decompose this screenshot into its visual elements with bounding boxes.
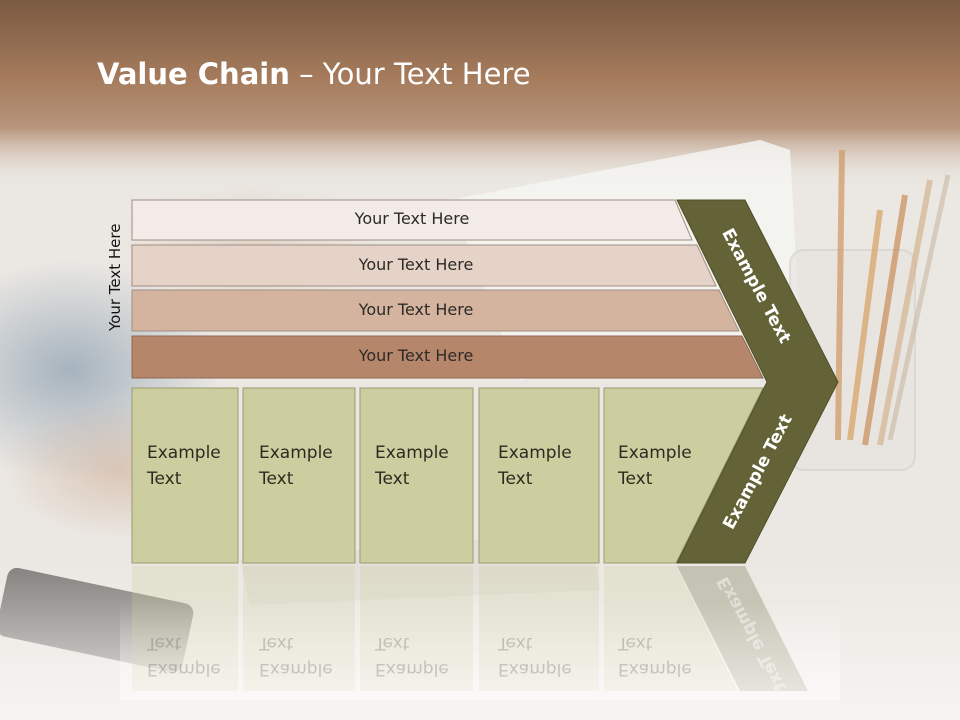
row-label-4: Your Text Here <box>358 346 474 365</box>
row-bar-4 <box>131 335 764 379</box>
row-label-3: Your Text Here <box>358 300 474 319</box>
activity-box-1 <box>131 387 239 564</box>
activity-box-4 <box>478 387 600 564</box>
slide-title: Value Chain – Your Text Here <box>97 57 531 91</box>
row-label-2: Your Text Here <box>358 255 474 274</box>
row-bar-3 <box>131 289 740 332</box>
activity-box-3 <box>359 387 474 564</box>
activity-box-5 <box>603 387 764 564</box>
row-label-1: Your Text Here <box>354 209 470 228</box>
row-bar-2 <box>131 244 717 287</box>
row-bar-1 <box>131 199 693 241</box>
activity-box-2 <box>242 387 356 564</box>
chevron-arrow <box>676 199 839 564</box>
